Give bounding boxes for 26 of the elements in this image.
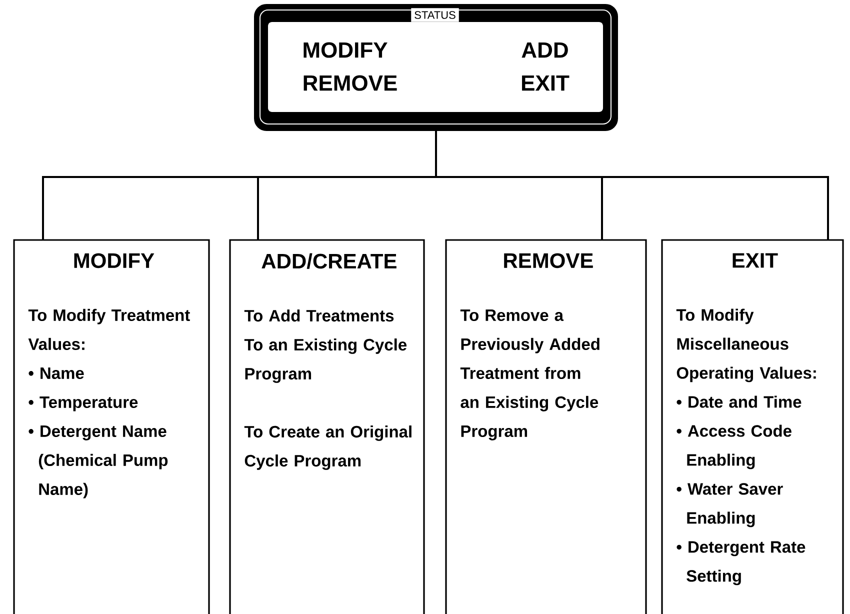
bullet-item: • Temperature [28, 396, 138, 412]
box-heading: REMOVE [504, 253, 593, 268]
connector-line [435, 131, 829, 240]
bullet-item: • Access Code Enabling [676, 424, 792, 470]
box-heading: EXIT [732, 253, 778, 268]
box-description: To Remove a Previously Added Treatment from an Existing Cycle Program [460, 310, 600, 440]
box-description: To Add Treatments To an Existing Cycle Program [244, 309, 407, 383]
status-label: STATUS [411, 8, 459, 22]
menu-option: MODIFY [304, 42, 388, 58]
bullet-item: • Detergent Rate Setting [676, 541, 806, 586]
box-description: To Modify Treatment Values: [28, 308, 190, 350]
box-heading: ADD/CREATE [262, 253, 396, 269]
menu-box [13, 239, 210, 614]
bullet-item: • Date and Time [676, 396, 802, 408]
box-description: To Create an Original Cycle Program [244, 425, 412, 470]
menu-option: ADD [522, 42, 568, 58]
menu-option: REMOVE [304, 75, 397, 91]
bullet-item: • Water Saver Enabling [676, 483, 783, 528]
box-heading: MODIFY [74, 253, 154, 268]
menu-box [229, 239, 425, 614]
box-description: To Modify Miscellaneous Operating Values: [676, 308, 816, 382]
menu-box [445, 239, 647, 614]
bullet-item: • Detergent Name (Chemical Pump Name) [28, 426, 168, 498]
menu-option: EXIT [522, 75, 570, 91]
menu-box [661, 239, 844, 614]
bullet-item: • Name [28, 368, 84, 380]
